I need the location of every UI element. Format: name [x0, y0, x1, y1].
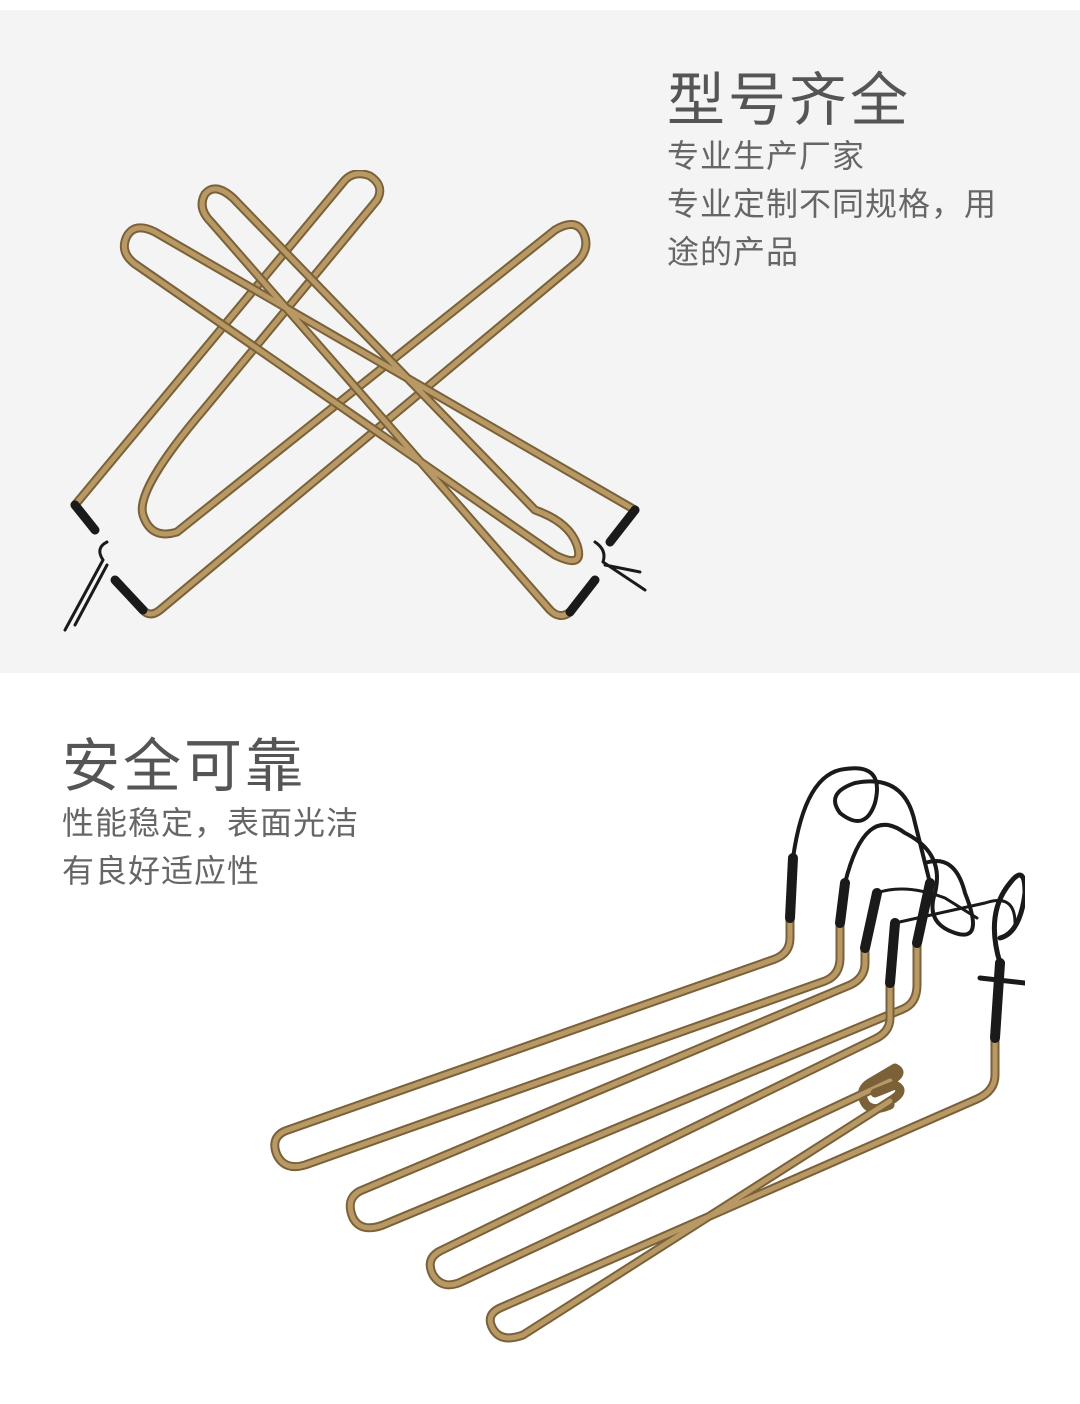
section-line-3: 途的产品: [667, 233, 800, 271]
section-line-2: 专业定制不同规格，用: [667, 185, 998, 223]
section-line-1: 性能稳定，表面光洁: [62, 804, 360, 842]
feature-section-variety: 型号齐全 专业生产厂家 专业定制不同规格，用 途的产品: [0, 10, 1080, 673]
u-shaped-heating-element-icon: [270, 766, 1025, 1343]
section-title: 型号齐全: [667, 66, 912, 134]
section-line-1: 专业生产厂家: [667, 137, 866, 175]
section-title: 安全可靠: [62, 732, 307, 800]
x-shaped-heating-element-icon: [63, 170, 647, 632]
section-line-2: 有良好适应性: [62, 852, 261, 890]
feature-section-reliability: 安全可靠 性能稳定，表面光洁 有良好适应性: [0, 673, 1080, 1404]
